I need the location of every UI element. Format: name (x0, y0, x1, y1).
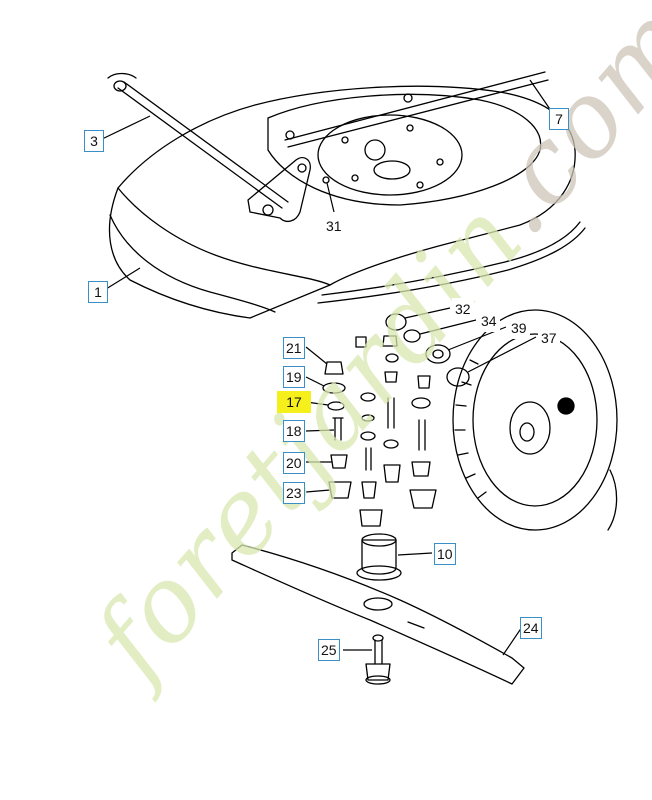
wheel (452, 309, 618, 531)
callout-39: 39 (508, 317, 530, 339)
wheel-hub-cap (557, 397, 575, 415)
leader-23 (305, 489, 331, 493)
part-20 (330, 454, 348, 469)
callout-31: 31 (323, 215, 345, 237)
callout-32: 32 (452, 298, 474, 320)
part-24-blade (231, 544, 525, 685)
leader-24 (502, 626, 523, 656)
callout-25: 25 (318, 639, 340, 661)
leader-1 (105, 267, 141, 290)
deck-front-skirt (117, 187, 331, 286)
part-19 (322, 382, 346, 394)
part-32 (385, 313, 407, 331)
leader-37 (467, 336, 537, 373)
callout-37: 37 (538, 327, 560, 349)
callout-18: 18 (283, 420, 305, 442)
callout-24: 24 (520, 617, 542, 639)
leader-34 (419, 319, 477, 335)
callout-1: 1 (88, 281, 108, 303)
leader-19 (305, 376, 325, 387)
height-bracket (247, 156, 311, 223)
part-23 (328, 481, 352, 499)
callout-19: 19 (283, 366, 305, 388)
part-10-blade-adapter (361, 539, 397, 575)
leader-31 (326, 182, 335, 213)
deck-inner-rim (267, 93, 542, 206)
part-21 (324, 361, 344, 375)
deck-side-wing (321, 221, 581, 296)
callout-10: 10 (434, 543, 456, 565)
callout-3: 3 (84, 130, 104, 152)
part-25-blade-bolt (374, 639, 383, 665)
part-39 (425, 344, 451, 364)
mower-deck (108, 85, 576, 319)
part-37 (446, 367, 470, 387)
motor-mount-plate (317, 114, 463, 196)
leader-32 (404, 307, 451, 319)
leader-18 (305, 429, 335, 432)
callout-7: 7 (549, 108, 569, 130)
part-17 (327, 401, 345, 411)
leader-21 (305, 346, 328, 365)
callout-17: 17 (277, 391, 311, 413)
leader-10 (397, 552, 433, 556)
callout-20: 20 (283, 452, 305, 474)
deck-lower-skirt (109, 214, 276, 313)
part-34 (403, 329, 421, 343)
callout-34: 34 (478, 310, 500, 332)
part-18 (332, 417, 344, 441)
callout-23: 23 (283, 482, 305, 504)
callout-21: 21 (283, 337, 305, 359)
rear-axle-bar (284, 71, 549, 148)
leader-3 (99, 115, 151, 141)
front-axle-rod (117, 81, 289, 209)
